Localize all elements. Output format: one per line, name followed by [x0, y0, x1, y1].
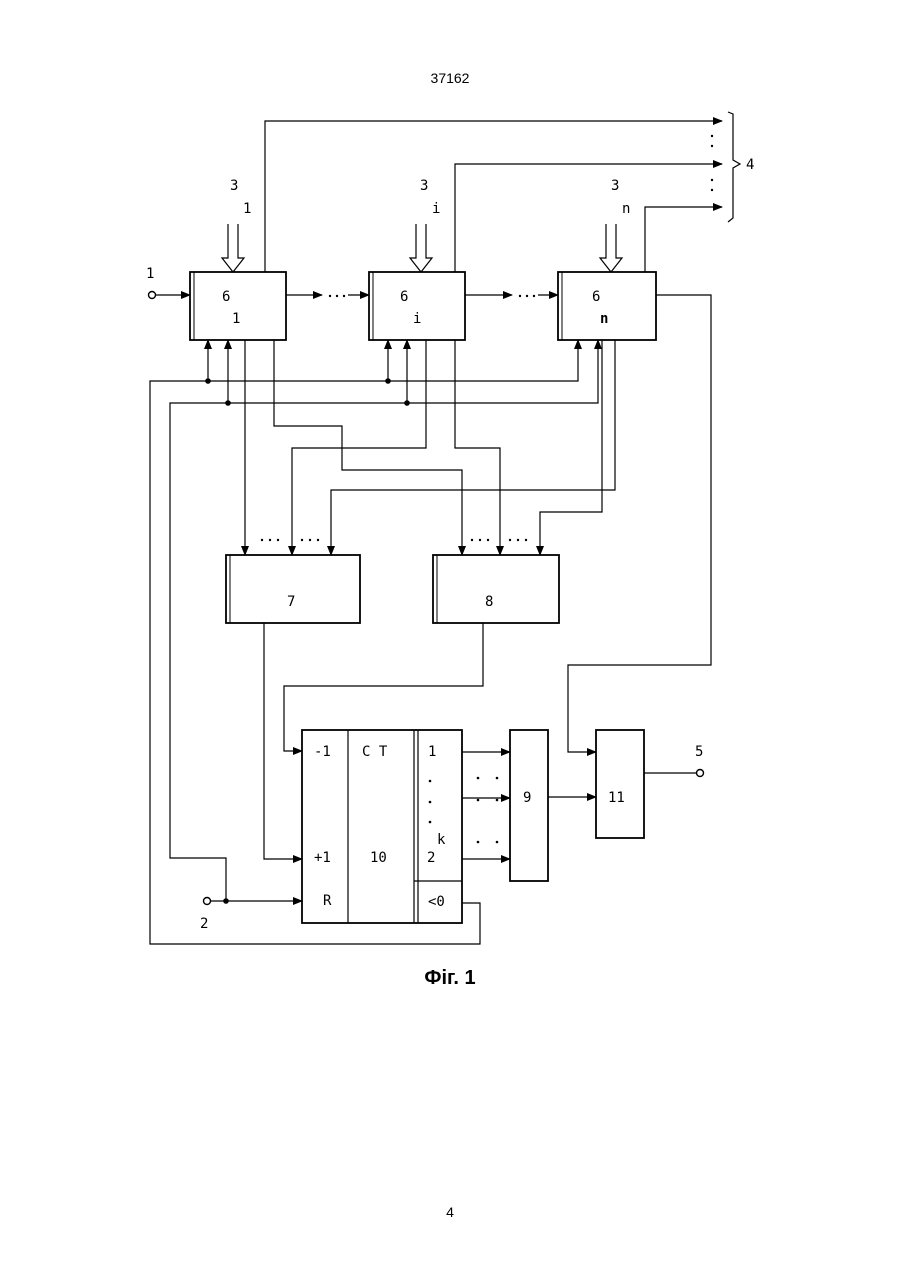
input-1-terminal: 1: [146, 266, 190, 299]
block-6-n-label: 6: [592, 289, 600, 305]
block-8: 8: [433, 555, 559, 623]
input-3-i-sub: i: [432, 201, 440, 217]
block-6-i: 6 i: [369, 272, 465, 340]
input-3-1-label: 3: [230, 178, 238, 194]
block-7-label: 7: [287, 594, 295, 610]
output-5-label: 5: [695, 744, 703, 760]
input-3-1-sub: 1: [243, 201, 251, 217]
block-7: 7: [226, 555, 360, 623]
input-3-n-label: 3: [611, 178, 619, 194]
block-6-n: 6 n: [558, 272, 656, 340]
output-4-label: 4: [746, 157, 754, 173]
chain-connections: [286, 295, 711, 752]
outputs-to-7-8: [245, 340, 615, 555]
block-9-label: 9: [523, 790, 531, 806]
counter-to-9: [462, 752, 510, 859]
block-11-label: 11: [608, 790, 625, 806]
block-6-1-label: 6: [222, 289, 230, 305]
block-8-label: 8: [485, 594, 493, 610]
block-6-n-sub: n: [600, 311, 608, 327]
counter-out-negative: <0: [428, 894, 445, 910]
block-10-counter: -1 +1 R C T 10 1 k 2 <0: [302, 730, 462, 923]
block-6-i-sub: i: [413, 311, 421, 327]
block-11: 11: [596, 730, 644, 838]
output-bus-lines: 4: [265, 112, 754, 272]
input-2-label: 2: [200, 916, 208, 932]
counter-out-k: k: [437, 832, 446, 848]
counter-minus-input: -1: [314, 744, 331, 760]
bus-brace: [728, 112, 740, 222]
input-3-arrows: 3 1 3 i 3 n: [222, 178, 630, 272]
input-3-n-sub: n: [622, 201, 630, 217]
input-1-label: 1: [146, 266, 154, 282]
block-9: 9: [510, 730, 548, 881]
block-6-i-label: 6: [400, 289, 408, 305]
output-5-terminal: 5: [644, 744, 704, 777]
counter-reset-input: R: [323, 893, 332, 909]
counter-number: 10: [370, 850, 387, 866]
input-3-i-label: 3: [420, 178, 428, 194]
counter-title: C T: [362, 744, 388, 760]
page-number: 4: [0, 1204, 900, 1220]
block-6-1-sub: 1: [232, 311, 240, 327]
counter-out-2: 2: [427, 850, 435, 866]
input-2-terminal: 2: [200, 898, 302, 933]
counter-plus-input: +1: [314, 850, 331, 866]
counter-out-1: 1: [428, 744, 436, 760]
figure-caption: Фіг. 1: [0, 967, 900, 990]
block-6-1: 6 1: [190, 272, 286, 340]
